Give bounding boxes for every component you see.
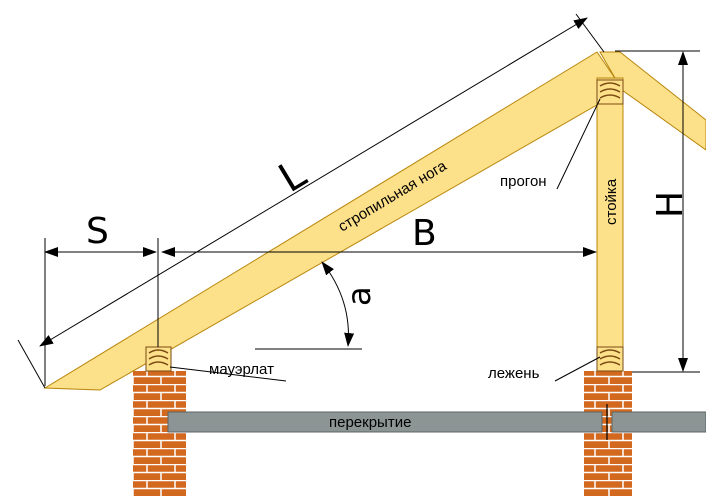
purlin-label: прогон — [500, 173, 547, 190]
sill-block — [596, 346, 624, 372]
dimension-label-B: B — [412, 213, 437, 254]
right-brick-wall — [584, 371, 632, 496]
left-brick-wall — [133, 371, 186, 496]
purlin-block — [596, 79, 624, 105]
angle-label-a: a — [340, 286, 378, 306]
dimension-label-S: S — [86, 211, 109, 252]
wall-plate-label: мауэрлат — [209, 361, 274, 378]
dimension-label-L: L — [271, 151, 314, 202]
dimension-lines — [17, 13, 700, 389]
rafter — [43, 51, 624, 391]
wall-plate-block — [145, 346, 172, 372]
leader-lines — [169, 98, 601, 382]
floor-label: перекрытие — [329, 414, 411, 431]
sill-label: лежень — [488, 365, 540, 382]
post-label: стойка — [603, 178, 620, 225]
dimension-label-H: H — [650, 191, 691, 218]
floor-slab — [167, 404, 706, 440]
